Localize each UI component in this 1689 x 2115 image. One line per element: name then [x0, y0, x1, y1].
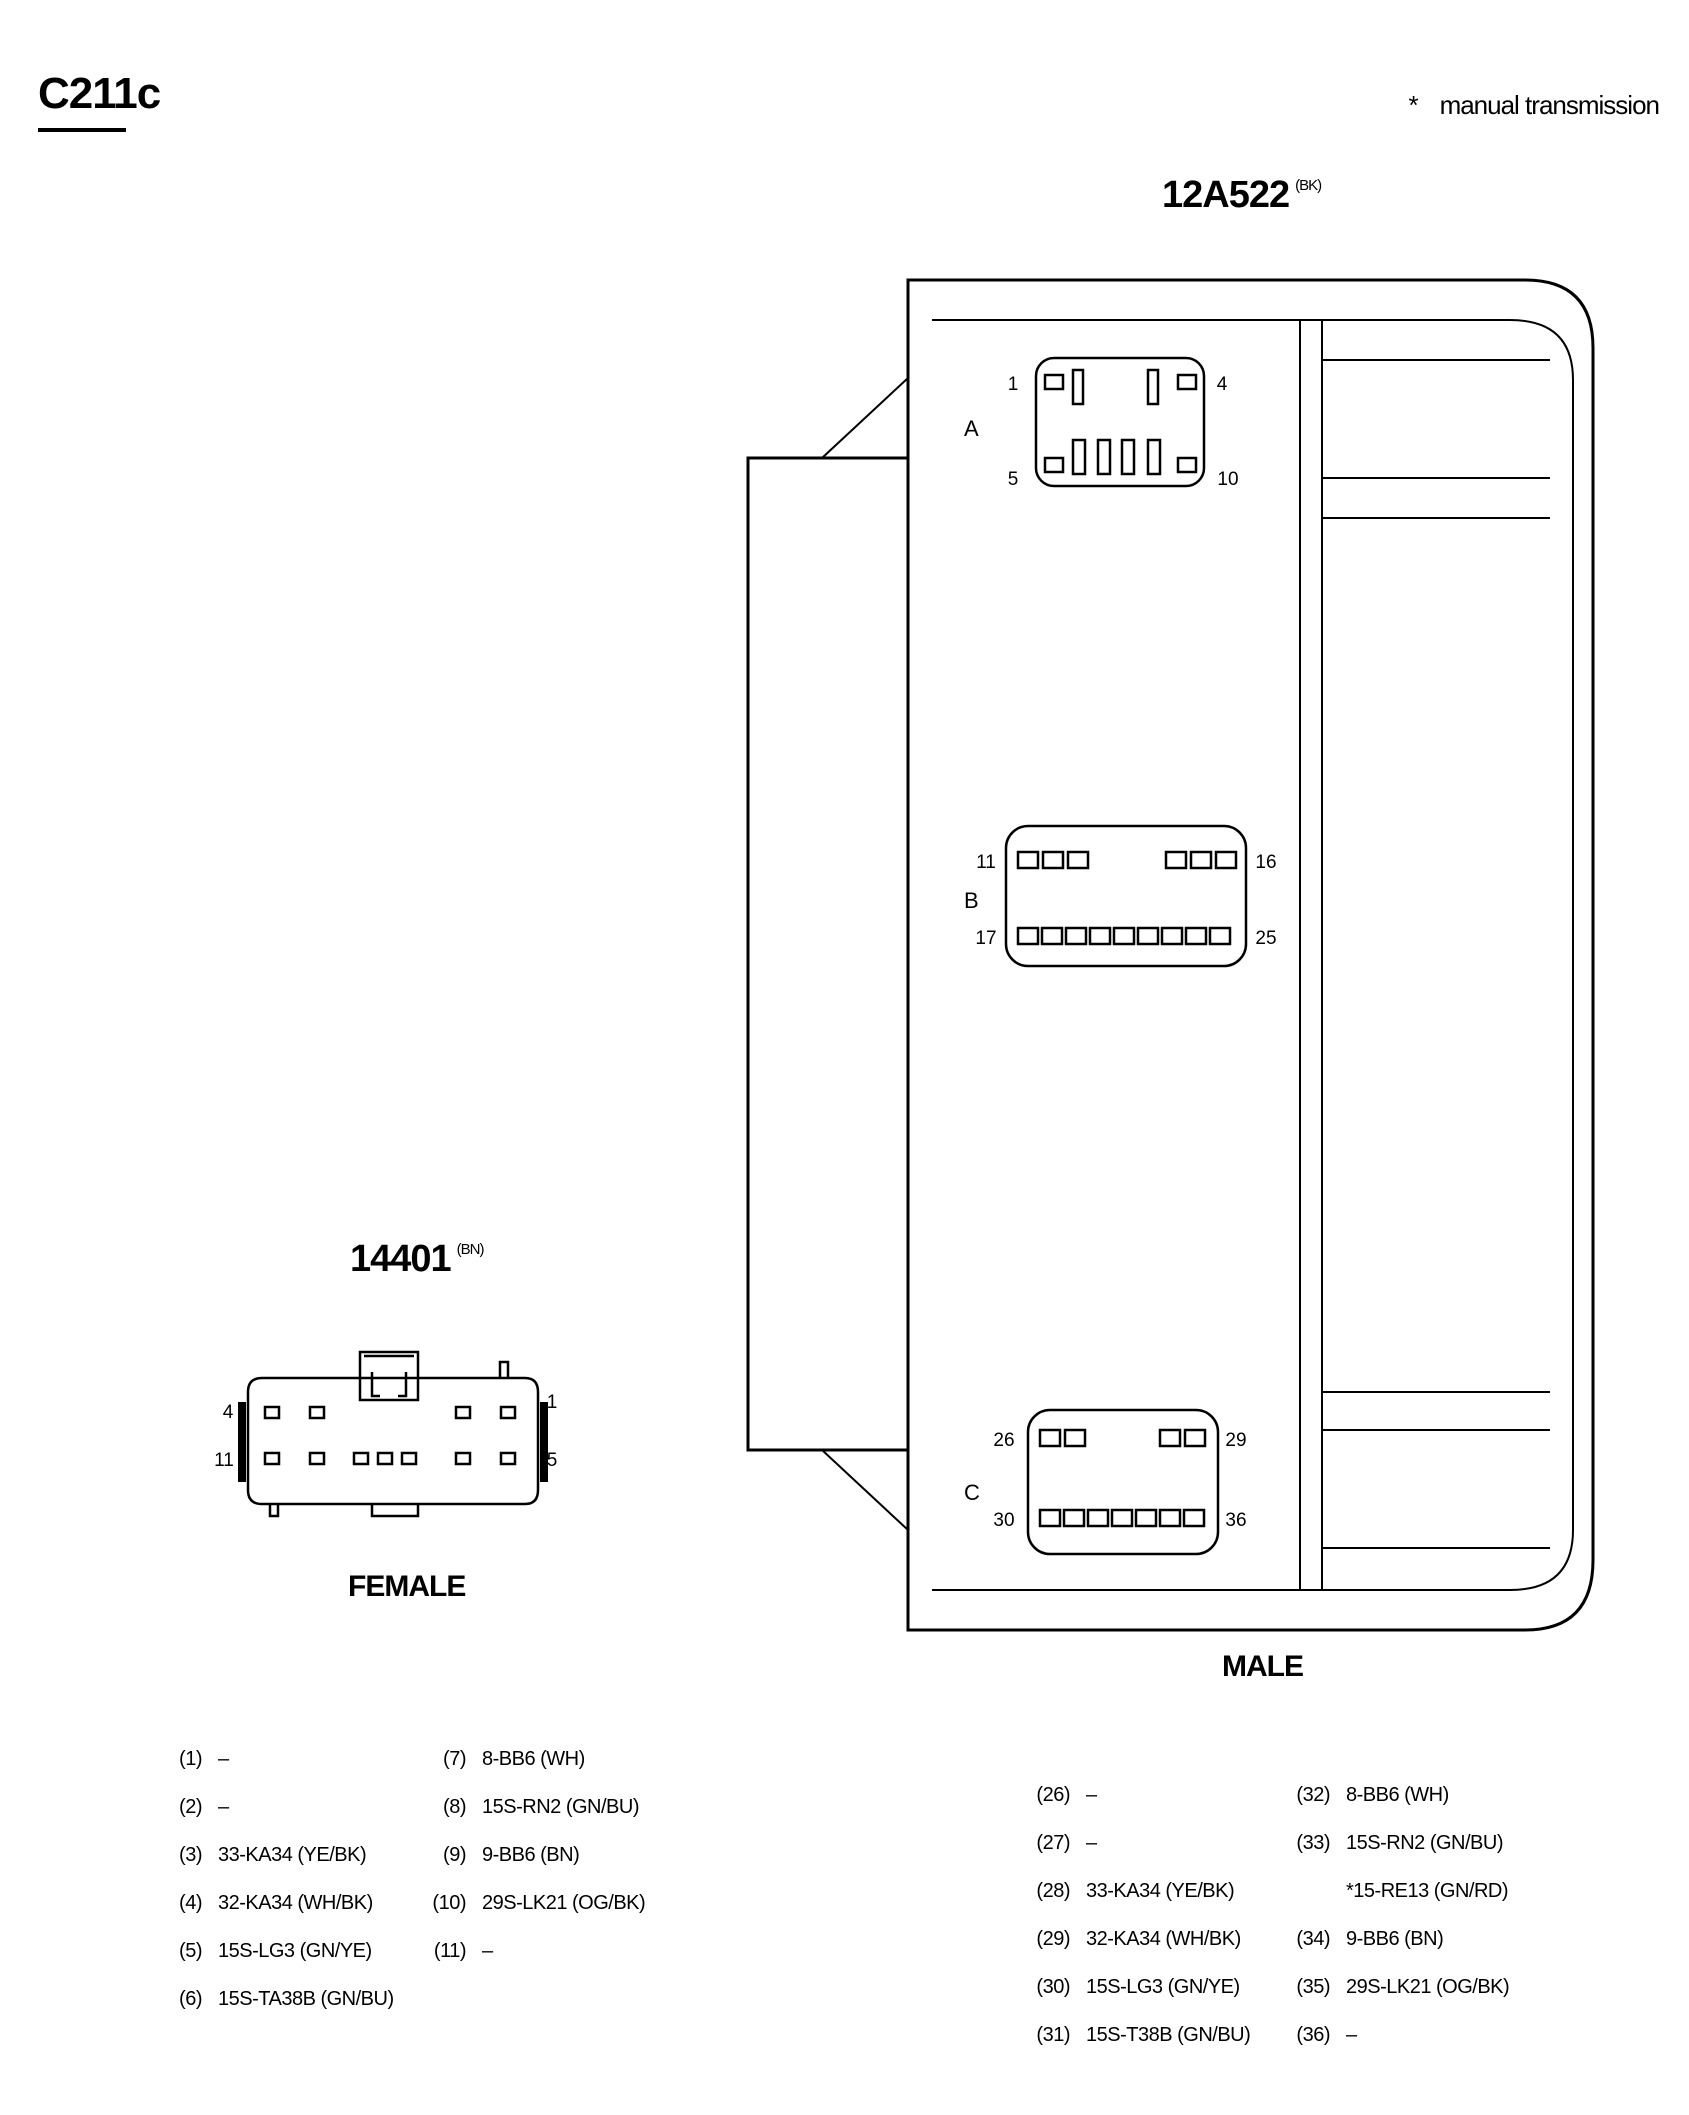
pin-label-25: 25 [1255, 928, 1276, 949]
page-title: C211c [38, 69, 161, 118]
pinout-row: (27)– [1036, 1832, 1097, 1854]
pinout-row: (11)– [433, 1940, 493, 1962]
footnote-text: manual transmission [1439, 90, 1660, 120]
pinout-row: (31)15S-T38B (GN/BU) [1036, 2024, 1251, 2046]
female-pin-label-4: 4 [223, 1402, 234, 1423]
pin-label-17: 17 [975, 928, 996, 949]
pinout-row: (29)32-KA34 (WH/BK) [1036, 1928, 1241, 1950]
pinout-row: (4)32-KA34 (WH/BK) [179, 1892, 373, 1914]
male-connector-housing [906, 278, 1595, 1632]
pinout-row: *15-RE13 (GN/RD) [1346, 1880, 1509, 1902]
female-pin-label-1: 1 [547, 1392, 558, 1413]
row-label-c: C [964, 1480, 980, 1505]
pinout-row: (6)15S-TA38B (GN/BU) [179, 1988, 394, 2010]
pinout-row: (36)– [1296, 2024, 1357, 2046]
male-label: MALE [1222, 1650, 1304, 1683]
row-label-b: B [964, 888, 979, 913]
pinout-row: (33)15S-RN2 (GN/BU) [1296, 1832, 1503, 1854]
male-connector-title: 12A522 (BK) [1162, 174, 1322, 216]
pin-label-26: 26 [993, 1430, 1014, 1451]
pin-label-4: 4 [1217, 374, 1228, 395]
pin-label-29: 29 [1225, 1430, 1246, 1451]
pin-label-30: 30 [993, 1510, 1014, 1531]
female-connector-housing [246, 1350, 540, 1518]
male-part-number: 12A522 [1162, 174, 1290, 216]
pinout-row: (8)15S-RN2 (GN/BU) [443, 1796, 639, 1818]
footnote: * manual transmission [1408, 90, 1660, 121]
row-b-cavity [1004, 824, 1248, 968]
pinout-row: (32)8-BB6 (WH) [1296, 1784, 1449, 1806]
pinout-row: (9)9-BB6 (BN) [443, 1844, 580, 1866]
pinout-row: (28)33-KA34 (YE/BK) [1036, 1880, 1235, 1902]
pinout-row: (34)9-BB6 (BN) [1296, 1928, 1444, 1950]
pin-label-11: 11 [976, 852, 996, 873]
pin-label-1: 1 [1008, 374, 1019, 395]
pin-label-10: 10 [1217, 469, 1238, 490]
pinout-row: (30)15S-LG3 (GN/YE) [1036, 1976, 1240, 1998]
female-part-number: 14401 [350, 1238, 452, 1280]
row-a-cavity [1034, 356, 1206, 488]
female-pin-label-11: 11 [214, 1450, 234, 1471]
male-connector-color: (BK) [1295, 177, 1322, 194]
female-connector-title: 14401(BN) [350, 1240, 484, 1278]
pinout-row: (10)29S-LK21 (OG/BK) [432, 1892, 646, 1914]
female-pin-label-5: 5 [547, 1450, 558, 1471]
male-connector-shroud [746, 377, 909, 1531]
footnote-marker: * [1408, 90, 1418, 120]
pin-label-16: 16 [1255, 852, 1276, 873]
female-connector-color: (BN) [456, 1241, 485, 1258]
pin-label-5: 5 [1008, 469, 1019, 490]
pinout-row: (35)29S-LK21 (OG/BK) [1296, 1976, 1510, 1998]
pinout-row: (3)33-KA34 (YE/BK) [179, 1844, 367, 1866]
pinout-row: (26)– [1036, 1784, 1097, 1806]
pinout-row: (5)15S-LG3 (GN/YE) [179, 1940, 372, 1962]
row-label-a: A [964, 416, 979, 441]
row-c-cavity [1026, 1408, 1220, 1556]
pinout-row: (2)– [179, 1796, 229, 1818]
pinout-row: (1)– [179, 1748, 229, 1770]
title-underline [38, 128, 126, 132]
female-label: FEMALE [348, 1570, 466, 1603]
pin-label-36: 36 [1225, 1510, 1246, 1531]
female-locking-ribs [238, 1402, 548, 1482]
pinout-row: (7)8-BB6 (WH) [443, 1748, 585, 1770]
